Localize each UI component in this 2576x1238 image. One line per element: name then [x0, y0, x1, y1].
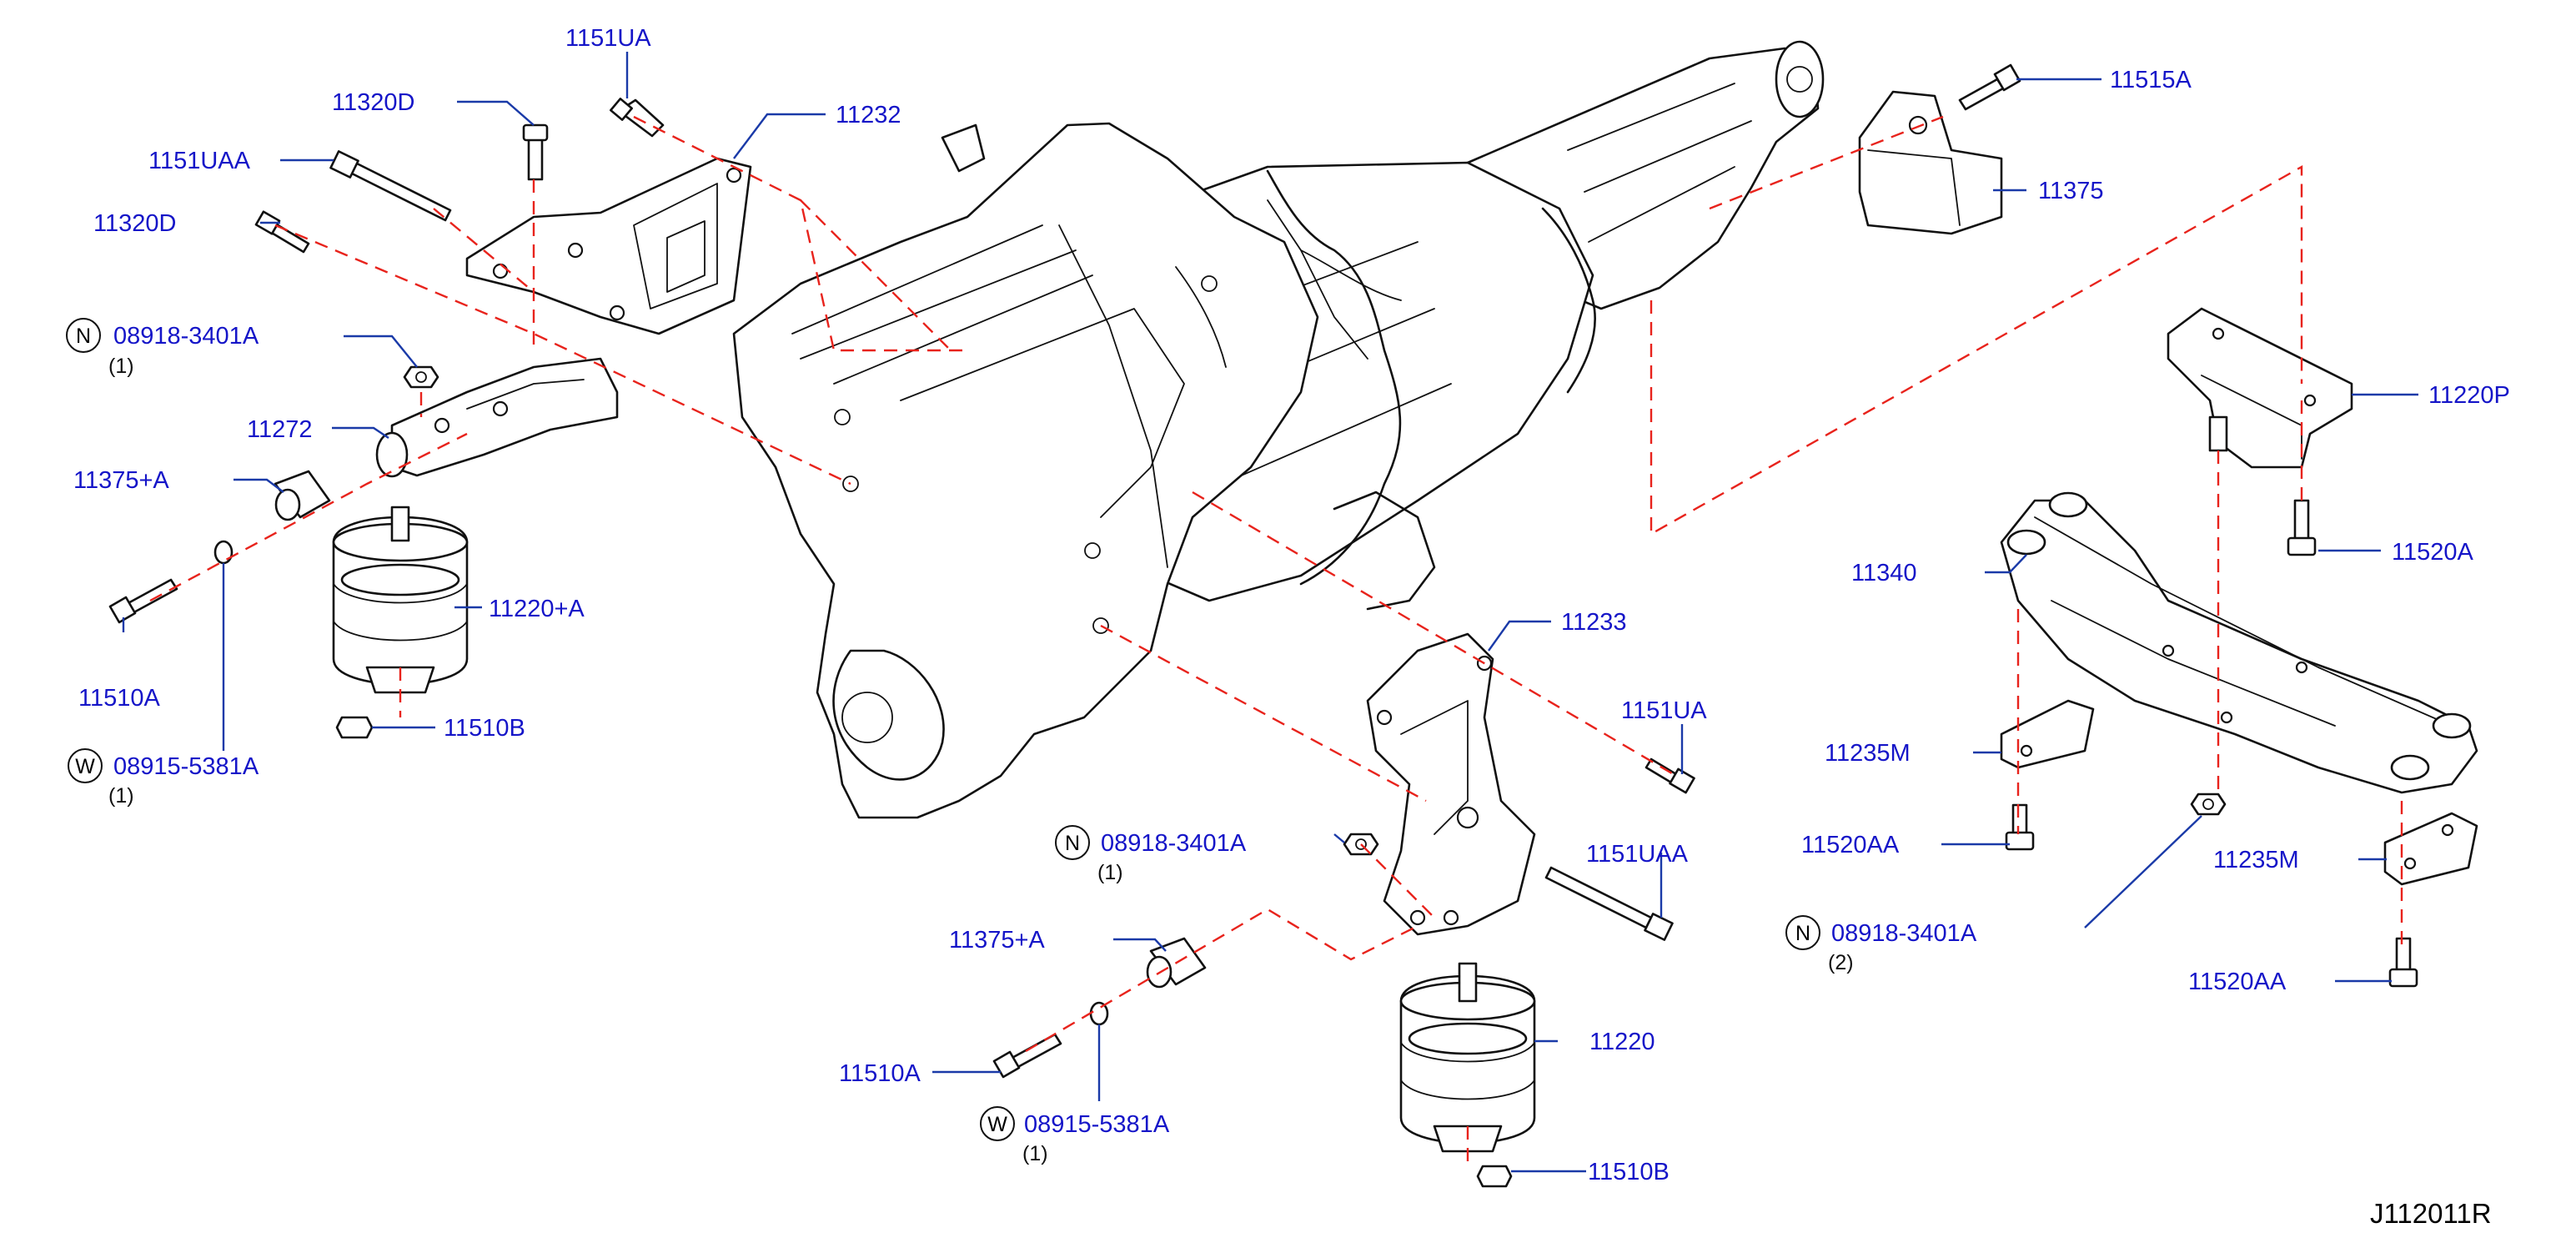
bracket-11232 — [465, 157, 752, 335]
part-label: 11375+A — [949, 927, 1045, 954]
bolt-11520AA-left — [2005, 803, 2035, 851]
part-label: 08915-5381A — [1024, 1111, 1170, 1138]
svg-text:N: N — [76, 325, 91, 348]
engine-mount-11220A — [332, 506, 469, 694]
bolt-11510A-mid — [992, 1033, 1062, 1079]
mid-mount-group — [992, 632, 1695, 1188]
bracket-11233 — [1366, 632, 1536, 936]
washer-08915-mid — [1089, 1001, 1109, 1026]
quantity-label: (2) — [1828, 951, 1854, 974]
part-label: 1151UA — [1621, 697, 1707, 724]
bolt-1151UA-right — [1645, 757, 1695, 794]
part-label: 11520AA — [1801, 832, 1900, 858]
bracket-11272 — [375, 357, 619, 478]
crossmember-11340 — [2000, 491, 2478, 794]
part-label: 11520AA — [2188, 969, 2287, 995]
circle-markers: N W N W N — [66, 318, 1820, 1141]
part-label: 11340 — [1851, 560, 1917, 586]
part-label: 11515A — [2110, 67, 2192, 93]
rear-mount-11220P — [2167, 307, 2353, 469]
part-label: 1151UAA — [1586, 841, 1689, 868]
nut-marker-icon — [66, 318, 101, 353]
quantity-label: (1) — [108, 784, 134, 808]
diagram-code: J112011R — [2370, 1198, 2492, 1229]
part-label: 11320D — [332, 89, 414, 116]
washer-marker-icon — [980, 1106, 1015, 1141]
nut-marker-icon — [1055, 825, 1090, 860]
svg-text:N: N — [1065, 832, 1080, 855]
part-label: 08918-3401A — [113, 323, 259, 350]
bolt-11320D-top — [522, 123, 549, 181]
part-label: 08918-3401A — [1831, 920, 1977, 947]
left-mount-group — [108, 98, 752, 739]
part-label: 08915-5381A — [113, 753, 259, 780]
part-label: 11510B — [444, 715, 525, 742]
quantity-label: (1) — [1022, 1142, 1048, 1165]
bolt-1151UA-top — [610, 98, 665, 138]
svg-text:W: W — [75, 755, 95, 778]
bolt-11520A — [2287, 499, 2317, 556]
part-label: 11272 — [247, 416, 313, 443]
part-label: 11220 — [1589, 1029, 1655, 1055]
rear-mount-11375 — [1858, 90, 2003, 235]
part-label: 11235M — [1825, 740, 1911, 767]
part-label: 11520A — [2392, 539, 2473, 566]
part-label: 11375+A — [73, 467, 169, 494]
nut-08918-right — [2190, 793, 2227, 816]
part-label: 11320D — [93, 210, 176, 237]
part-label: 11510B — [1588, 1159, 1670, 1185]
part-label: 1151UAA — [148, 148, 251, 174]
engine-transmission-assembly — [732, 40, 1825, 819]
part-label: 11235M — [2213, 847, 2299, 873]
bolt-11515A — [1958, 63, 2021, 111]
nut-marker-icon — [1785, 915, 1820, 950]
svg-text:N: N — [1795, 922, 1810, 945]
engine-mount-11220 — [1399, 962, 1536, 1153]
bushing-11375A-left — [274, 470, 331, 521]
nut-08918-left — [403, 365, 439, 389]
bolt-1151UAA-right — [1544, 866, 1674, 941]
part-label: 11510A — [78, 685, 160, 712]
quantity-label: (1) — [1097, 861, 1123, 884]
part-label: 11232 — [836, 102, 901, 128]
nut-11510B-left — [335, 716, 374, 739]
part-labels: 1151UA 11320D 1151UAA 11320D 11232 08918… — [73, 25, 2510, 1185]
part-label: 08918-3401A — [1101, 830, 1247, 857]
washer-08915-left — [213, 540, 233, 565]
plate-11235M-right — [2383, 812, 2478, 886]
nut-11510B-mid — [1476, 1165, 1513, 1188]
part-label: 1151UA — [565, 25, 651, 52]
bolt-11510A-left — [108, 578, 178, 624]
bolt-11520AA-right — [2388, 937, 2418, 988]
right-mount-group — [1858, 63, 2478, 988]
part-label: 11233 — [1561, 609, 1627, 636]
leader-lines — [122, 52, 2418, 1173]
bolt-1151UAA-left — [329, 150, 452, 222]
part-label: 11510A — [839, 1060, 921, 1087]
part-label: 11220+A — [489, 596, 585, 622]
washer-marker-icon — [68, 748, 103, 783]
svg-text:W: W — [987, 1113, 1007, 1136]
bolt-11320D-left — [254, 210, 310, 254]
part-label: 11375 — [2038, 178, 2104, 204]
part-label: 11220P — [2428, 382, 2510, 409]
dashed-connectors — [149, 115, 2403, 1168]
plate-11235M-left — [2000, 699, 2095, 769]
quantity-label: (1) — [108, 355, 134, 378]
